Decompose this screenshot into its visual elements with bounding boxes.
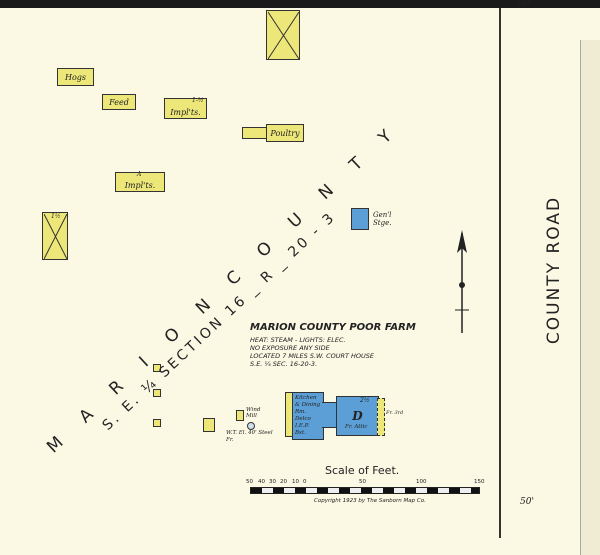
scale-title: Scale of Feet. bbox=[325, 464, 400, 477]
building-poultry: Poultry bbox=[266, 124, 304, 142]
map-notes: HEAT: STEAM - LIGHTS: ELEC. NO EXPOSURE … bbox=[250, 336, 374, 368]
note-location: LOCATED 7 MILES S.W. COURT HOUSE bbox=[250, 352, 375, 360]
attic-label: Fr. Attic bbox=[345, 424, 368, 430]
scale-ticks: 50 40 30 20 10 0 50 100 150 bbox=[246, 479, 486, 487]
windmill-label: Wind Mill bbox=[246, 407, 261, 419]
building-implements-2: Impl'ts. bbox=[115, 172, 165, 192]
main-building-mark: D bbox=[352, 409, 363, 423]
implements-2-mark: A bbox=[137, 171, 142, 178]
building-hogs: Hogs bbox=[57, 68, 94, 86]
shed bbox=[153, 364, 161, 372]
note-exposure: NO EXPOSURE ANY SIDE bbox=[250, 344, 330, 352]
main-building-east-wing: D bbox=[336, 396, 379, 436]
water-tank-label: W.T. El. 40' Steel Fr. bbox=[226, 430, 273, 443]
copyright: Copyright 1923 by The Sanborn Map Co. bbox=[314, 498, 426, 504]
main-building-connector bbox=[322, 402, 338, 428]
scale-tick: 0 bbox=[303, 479, 307, 485]
building-small-barn bbox=[42, 212, 68, 260]
main-building-west-wing: Kitchen & Dining Rm. Delco I.E.P. Bst. bbox=[292, 392, 324, 440]
shed bbox=[153, 389, 161, 397]
main-stories: 2½ bbox=[360, 397, 370, 404]
north-arrow-icon bbox=[455, 230, 469, 333]
dimension-bottom: 50' bbox=[520, 497, 534, 507]
scale-bar bbox=[250, 487, 480, 494]
scale-tick: 40 bbox=[258, 479, 265, 485]
general-storage-label: Gen'l Stge. bbox=[373, 211, 392, 227]
building-barn bbox=[266, 10, 300, 60]
windmill-shed bbox=[236, 410, 244, 421]
map-title: MARION COUNTY POOR FARM bbox=[250, 322, 416, 333]
adjacent-sheet-edge bbox=[580, 40, 600, 555]
shed bbox=[153, 419, 161, 427]
building-implements: Impl'ts. bbox=[164, 98, 207, 119]
building-feed: Feed bbox=[102, 94, 136, 110]
stories-label: 1-½ bbox=[192, 97, 204, 104]
note-heat: HEAT: STEAM - LIGHTS: ELEC. bbox=[250, 336, 346, 344]
dimension-top: 50' bbox=[518, 0, 532, 8]
scale-tick: 150 bbox=[474, 479, 485, 485]
scale-tick: 30 bbox=[269, 479, 276, 485]
scale-tick: 100 bbox=[416, 479, 427, 485]
shed bbox=[203, 418, 215, 432]
porch-label: Fr. 3rd bbox=[386, 410, 404, 416]
top-border bbox=[0, 0, 600, 8]
county-road-label: COUNTY ROAD bbox=[544, 195, 565, 345]
scale-tick: 10 bbox=[292, 479, 299, 485]
road-boundary-line bbox=[499, 8, 501, 538]
scale-tick: 50 bbox=[359, 479, 366, 485]
note-section: S.E. ¼ SEC. 16-20-3. bbox=[250, 360, 318, 368]
building-general-storage bbox=[351, 208, 369, 230]
scale-tick: 20 bbox=[280, 479, 287, 485]
small-barn-stories: 1½ bbox=[51, 213, 61, 220]
porch-east bbox=[377, 398, 385, 436]
scale-tick: 50 bbox=[246, 479, 253, 485]
water-tank-icon bbox=[247, 422, 255, 430]
